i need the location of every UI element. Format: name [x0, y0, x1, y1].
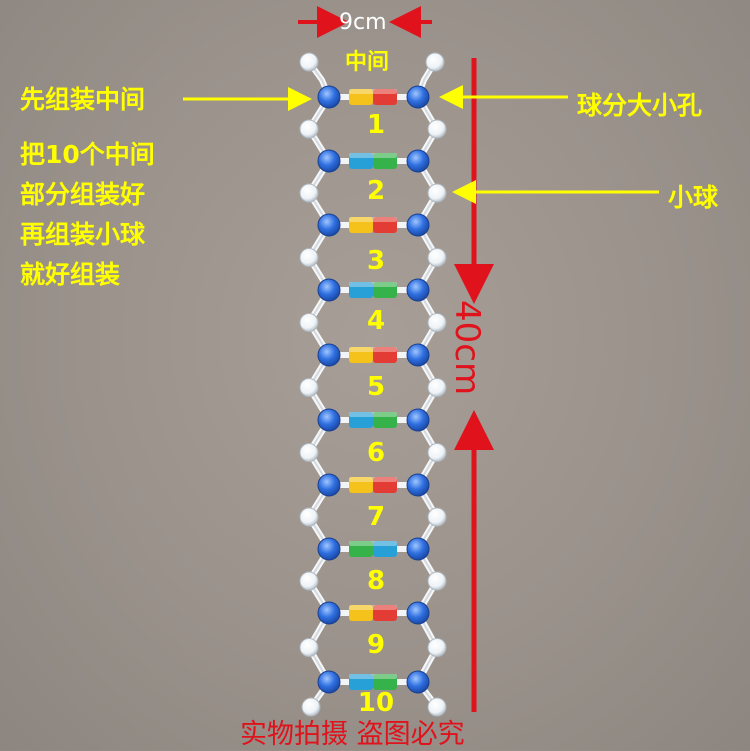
rung-1	[329, 89, 418, 105]
large-ball-right-3	[406, 213, 430, 237]
ball-holes-note: 球分大小孔	[577, 91, 703, 120]
large-ball-left-8	[317, 537, 341, 561]
small-ball-note: 小球	[668, 183, 719, 212]
large-ball-left-1	[317, 85, 341, 109]
large-ball-right-9	[406, 601, 430, 625]
large-ball-right-8	[406, 537, 430, 561]
large-ball-left-4	[317, 278, 341, 302]
rung-8	[329, 541, 418, 557]
instruction-line-3: 再组装小球	[20, 220, 146, 249]
rung-9-right-piece	[373, 605, 397, 621]
large-ball-right-7	[406, 473, 430, 497]
instruction-line-4: 就好组装	[20, 260, 121, 289]
rung-4-left-piece	[349, 282, 373, 298]
small-ball-right-1	[427, 119, 447, 139]
rung-9	[329, 605, 418, 621]
rung-3	[329, 217, 418, 233]
rung-6-right-piece	[373, 412, 397, 428]
rung-8-left-piece	[349, 541, 373, 557]
rung-1-right-piece	[373, 89, 397, 105]
rung-4	[329, 282, 418, 298]
rung-2	[329, 153, 418, 169]
rung-10-left-piece	[349, 674, 373, 690]
rung-number-6: 6	[366, 438, 386, 468]
model-balls	[299, 52, 447, 717]
small-ball-left-8	[299, 571, 319, 591]
rung-10-right-piece	[373, 674, 397, 690]
rung-10	[329, 674, 418, 690]
small-ball-right-4	[427, 313, 447, 332]
rung-5-right-piece	[373, 347, 397, 363]
small-ball-top-left	[299, 52, 319, 72]
small-ball-left-3	[299, 248, 319, 267]
rung-8-right-piece	[373, 541, 397, 557]
instruction-line-2: 部分组装好	[20, 180, 146, 209]
large-ball-right-10	[406, 670, 430, 694]
rung-number-1: 1	[366, 110, 386, 140]
small-ball-top-right	[425, 52, 445, 72]
rung-2-left-piece	[349, 153, 373, 169]
large-ball-right-4	[406, 278, 430, 302]
rung-5-left-piece	[349, 347, 373, 363]
small-ball-left-5	[299, 378, 319, 397]
large-ball-left-10	[317, 670, 341, 694]
rung-3-right-piece	[373, 217, 397, 233]
rung-number-4: 4	[366, 306, 386, 336]
rung-6	[329, 412, 418, 428]
rung-3-left-piece	[349, 217, 373, 233]
rung-5	[329, 347, 418, 363]
small-ball-right-2	[427, 183, 447, 203]
large-ball-left-5	[317, 343, 341, 367]
instruction-line-1: 把10个中间	[20, 140, 155, 169]
large-ball-right-5	[406, 343, 430, 367]
small-ball-right-8	[427, 571, 447, 591]
middle-label: 中间	[345, 50, 390, 75]
annotation-arrows	[183, 6, 659, 712]
large-ball-right-6	[406, 408, 430, 432]
rung-9-left-piece	[349, 605, 373, 621]
small-ball-right-6	[427, 443, 447, 462]
rung-6-left-piece	[349, 412, 373, 428]
rung-7-right-piece	[373, 477, 397, 493]
small-ball-bottom-right	[427, 697, 447, 717]
rung-7-left-piece	[349, 477, 373, 493]
small-ball-left-6	[299, 443, 319, 462]
large-ball-left-3	[317, 213, 341, 237]
large-ball-left-6	[317, 408, 341, 432]
small-ball-right-9	[427, 638, 447, 657]
small-ball-right-3	[427, 248, 447, 267]
rung-4-right-piece	[373, 282, 397, 298]
width-dimension-label: 9cm	[339, 10, 387, 35]
rung-number-3: 3	[366, 246, 386, 276]
height-dimension-label: 40cm	[447, 300, 487, 396]
small-ball-left-4	[299, 313, 319, 332]
rung-7	[329, 477, 418, 493]
small-ball-left-9	[299, 638, 319, 657]
large-ball-right-1	[406, 85, 430, 109]
rung-2-right-piece	[373, 153, 397, 169]
dna-backbone	[306, 60, 440, 709]
small-ball-right-5	[427, 378, 447, 397]
small-ball-left-1	[299, 119, 319, 139]
small-ball-right-7	[427, 507, 447, 527]
large-ball-left-7	[317, 473, 341, 497]
rung-1-left-piece	[349, 89, 373, 105]
large-ball-right-2	[406, 149, 430, 173]
rung-number-9: 9	[366, 630, 386, 660]
small-ball-left-7	[299, 507, 319, 527]
base-pair-rungs	[329, 89, 418, 690]
rung-number-2: 2	[366, 176, 386, 206]
large-ball-left-2	[317, 149, 341, 173]
small-ball-bottom-left	[301, 697, 321, 717]
rung-number-8: 8	[366, 566, 386, 596]
rung-number-7: 7	[366, 502, 386, 532]
watermark: 实物拍摄 盗图必究	[240, 719, 465, 750]
rung-number-10: 10	[357, 688, 395, 718]
small-ball-left-2	[299, 183, 319, 203]
instruction-first: 先组装中间	[20, 85, 146, 114]
large-ball-left-9	[317, 601, 341, 625]
rung-number-5: 5	[366, 372, 386, 402]
